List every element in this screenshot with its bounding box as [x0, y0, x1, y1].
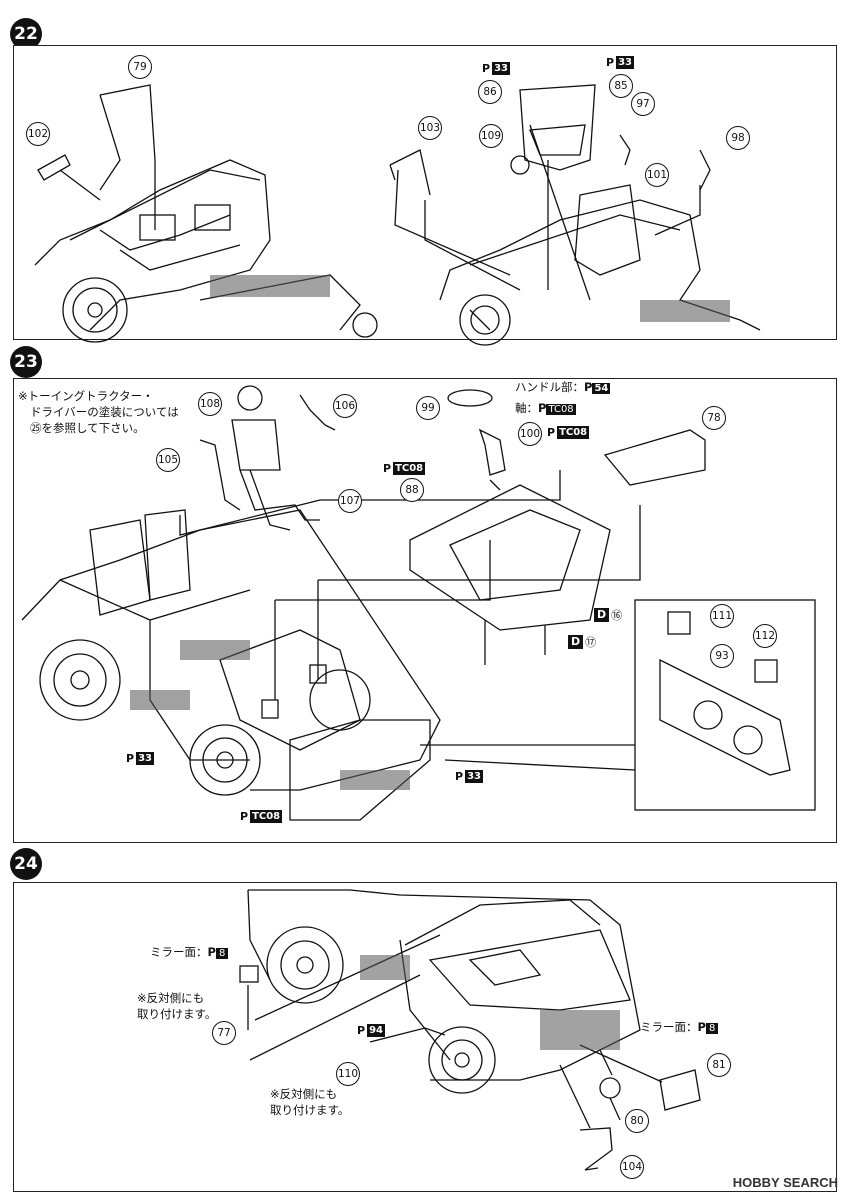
part-112: 112 — [753, 624, 777, 648]
part-97: 97 — [631, 92, 655, 116]
step-23-note: ※トーイングトラクター・ ドライバーの塗装については ㉕を参照して下さい。 — [18, 389, 179, 435]
part-77: 77 — [212, 1021, 236, 1045]
part-108: 108 — [198, 392, 222, 416]
step-22-badge: 22 — [10, 18, 42, 50]
part-103: 103 — [418, 116, 442, 140]
part-110: 110 — [336, 1062, 360, 1086]
step-23-panel — [13, 378, 837, 843]
part-102: 102 — [26, 122, 50, 146]
part-85: 85 — [609, 74, 633, 98]
step-24-note-1: ※反対側にも取り付けます。 — [137, 991, 217, 1021]
part-104: 104 — [620, 1155, 644, 1179]
part-106: 106 — [333, 394, 357, 418]
part-81: 81 — [707, 1053, 731, 1077]
part-105: 105 — [156, 448, 180, 472]
watermark: HOBBY SEARCH — [732, 1175, 838, 1190]
part-80: 80 — [625, 1109, 649, 1133]
part-99: 99 — [416, 396, 440, 420]
part-78: 78 — [702, 406, 726, 430]
part-88: 88 — [400, 478, 424, 502]
part-101: 101 — [645, 163, 669, 187]
part-111: 111 — [710, 604, 734, 628]
step-24-badge: 24 — [10, 848, 42, 880]
part-98: 98 — [726, 126, 750, 150]
part-86: 86 — [478, 80, 502, 104]
part-100: 100 — [518, 422, 542, 446]
part-93: 93 — [710, 644, 734, 668]
part-79: 79 — [128, 55, 152, 79]
step-24-note-2: ※反対側にも取り付けます。 — [270, 1087, 350, 1117]
part-107: 107 — [338, 489, 362, 513]
step-23-badge: 23 — [10, 346, 42, 378]
part-109: 109 — [479, 124, 503, 148]
